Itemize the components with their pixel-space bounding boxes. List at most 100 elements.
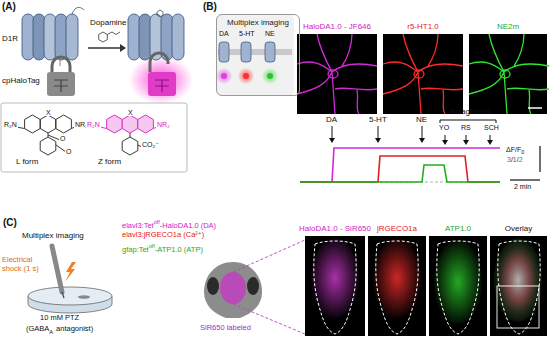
receptor-inactive-part <box>44 14 56 60</box>
multiplex-box-art-part-part <box>219 42 229 62</box>
label-line: (GABAAantagonist) <box>26 325 93 335</box>
label-line: Z form <box>98 157 121 166</box>
scale-label: 2 min <box>514 183 531 190</box>
label-line: 5-HT <box>239 30 255 38</box>
dopamine-arrow-part <box>107 32 120 35</box>
label-line: ΔF/F0 <box>506 146 524 155</box>
panel-title: ATP1.0 <box>445 224 471 234</box>
scale-label: 0 <box>521 149 524 155</box>
dish-setup <box>28 246 112 313</box>
trace-chart-part-part <box>329 138 335 143</box>
label-line: 5-HT <box>369 115 387 124</box>
z-form-structure-part <box>100 127 157 129</box>
trace-chart-part-part <box>375 138 381 143</box>
scale-value: / <box>517 156 519 163</box>
cell-images-part <box>383 34 463 114</box>
multiplex-box-art-part <box>243 73 249 79</box>
l-form-structure-part <box>56 115 72 133</box>
label-line: CO₂⁻ <box>141 141 160 149</box>
atom-label: O <box>65 148 72 155</box>
transgene-label: elavl3:Tet <box>122 221 154 230</box>
image-panel: Overlay <box>490 236 547 336</box>
dish-setup-part <box>65 262 76 282</box>
receptor-active-part <box>129 56 193 104</box>
multiplex-box-art-part <box>267 73 273 79</box>
image-panel: HaloDA1.0 - SiR650 <box>305 236 365 336</box>
trace-chart-part <box>332 120 540 180</box>
transgene-label: off <box>154 219 160 225</box>
label-line: (A) <box>2 1 16 13</box>
atom-label: CO₂⁻ <box>141 141 160 148</box>
image-panel: r5-HT1.0 <box>383 34 463 114</box>
label-line: L form <box>16 157 38 166</box>
z-form-structure-part <box>122 115 138 133</box>
z-form-structure-part <box>138 115 154 133</box>
label-line: NE <box>416 115 427 124</box>
cell-images-part <box>469 34 547 114</box>
trace-chart-part-part <box>422 126 423 139</box>
transgene-label: -ATP1.0 (ATP) <box>155 245 203 254</box>
atom-label: X <box>127 109 134 116</box>
halotag-lock-closed-part <box>54 80 68 92</box>
label-line: (C) <box>3 217 17 229</box>
dopamine-arrow-part <box>88 47 120 49</box>
brain-images-part <box>437 241 479 334</box>
trace-chart-part-part <box>378 126 379 139</box>
panel-letter: (A) <box>2 1 16 12</box>
cell-images <box>297 34 549 114</box>
scale-value: / <box>511 156 513 163</box>
image-panel: NE2m <box>469 34 547 114</box>
label-line: X <box>127 109 134 117</box>
label-line: cpHaloTag <box>2 76 40 85</box>
label-line: gfap:Tetoff-ATP1.0 (ATP) <box>122 243 203 254</box>
trace-chart-part-part <box>510 179 540 180</box>
label-line: NE <box>265 30 275 38</box>
atom-label: X <box>45 109 52 116</box>
stimulus-label: NE <box>416 115 427 124</box>
trace-chart-part-part <box>419 138 425 143</box>
label-line: Multiplex imaging <box>22 231 84 240</box>
sensor-label: 5-HT <box>239 30 255 37</box>
transgene-label: -HaloDA1.0 (DA) <box>160 221 216 230</box>
label-line: R₂N <box>3 121 18 129</box>
stimulus-label: YO <box>439 124 449 131</box>
scale-value: 1 <box>513 156 517 163</box>
trace-chart-part-part <box>487 140 493 145</box>
receptor-active-part-part <box>139 14 151 60</box>
label-line: Electrical shock (1 s) <box>2 256 46 273</box>
image-panel: ATP1.0 <box>429 236 487 336</box>
label-line: elavl3:jRGECO1a (Ca²⁺) <box>122 231 204 240</box>
dish-setup-part <box>28 287 112 305</box>
l-form-structure-part <box>25 115 41 133</box>
panel-title: Overlay <box>505 224 533 234</box>
multiplex-box-art-part <box>219 42 275 62</box>
trace-chart <box>300 120 540 182</box>
structure-name: L form <box>16 157 38 166</box>
transgene-label: gfap:Tet <box>122 245 149 254</box>
z-form-structure-part <box>122 137 138 155</box>
stimulus-label: SCH <box>484 124 499 131</box>
panel-letter: (C) <box>3 217 17 228</box>
label-line: SiR650 labeled <box>200 324 251 333</box>
label-line: 10 mM PTZ <box>40 314 79 323</box>
stimulus-label: DA <box>326 115 337 124</box>
stimulus-label: 5-HT <box>369 115 387 124</box>
label-line: O <box>65 148 72 156</box>
sensor-label: NE <box>265 30 275 37</box>
trace-chart-part <box>300 156 500 182</box>
label-line: DA <box>219 30 229 38</box>
multiplex-box-art-part <box>221 73 227 79</box>
atom-label: O <box>59 135 66 142</box>
receptor-inactive-part <box>66 14 78 60</box>
panel-title: HaloDA1.0 - SiR650 <box>299 224 371 234</box>
panel-title: r5-HT1.0 <box>407 22 439 32</box>
receptor-inactive-part <box>55 14 67 60</box>
dye-label: SiR650 labeled <box>200 323 251 332</box>
ligand-name: Dopamine <box>90 18 126 27</box>
label-line: elavl3:Tetoff-HaloDA1.0 (DA) <box>122 219 216 230</box>
part-name: D1R <box>2 34 18 43</box>
box-title: Multiplex imaging <box>217 18 299 28</box>
trace-chart-part <box>300 165 500 182</box>
